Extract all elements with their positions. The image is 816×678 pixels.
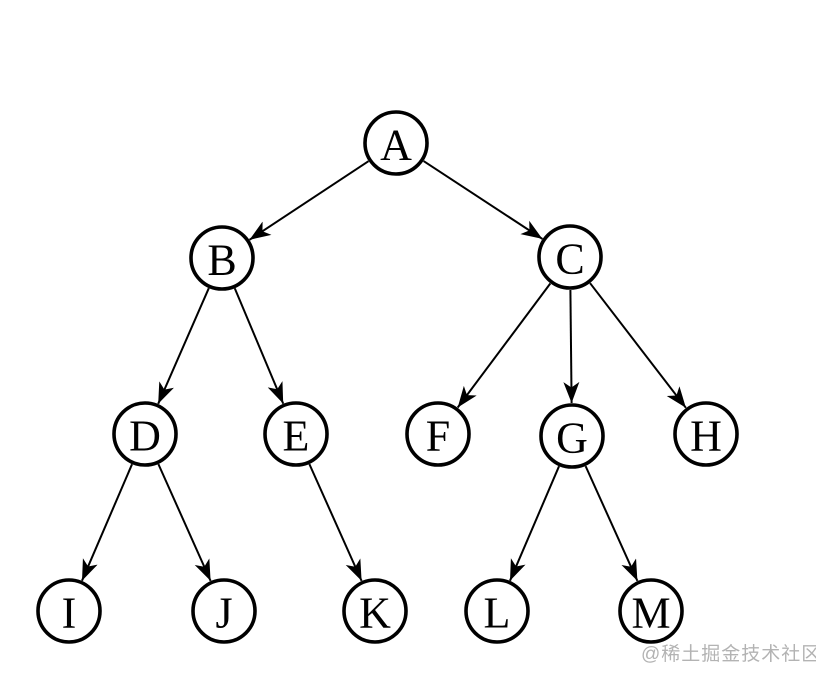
node-circle <box>537 224 603 290</box>
tree-node-C: C <box>537 224 603 290</box>
edge-G-M <box>584 465 639 582</box>
edge-D-J <box>157 463 212 582</box>
node-label: K <box>359 589 391 638</box>
node-circle <box>36 578 102 644</box>
node-label: I <box>62 589 77 638</box>
node-circle <box>189 225 255 291</box>
node-label: G <box>556 414 588 463</box>
node-circle <box>539 403 605 469</box>
edge-C-F <box>456 282 552 409</box>
node-circle <box>618 578 684 644</box>
node-label: B <box>207 236 236 285</box>
node-label: E <box>283 412 310 461</box>
tree-node-L: L <box>464 578 530 644</box>
node-label: J <box>215 589 232 638</box>
node-circle <box>363 110 429 176</box>
node-circle <box>263 401 329 467</box>
node-label: A <box>380 121 412 170</box>
node-label: D <box>129 412 161 461</box>
tree-node-D: D <box>112 401 178 467</box>
edge-A-B <box>248 160 370 241</box>
tree-node-B: B <box>189 225 255 291</box>
tree-node-I: I <box>36 578 102 644</box>
edge-E-K <box>308 463 363 582</box>
edge-A-C <box>423 160 543 240</box>
node-circle <box>112 401 178 467</box>
tree-node-F: F <box>405 401 471 467</box>
tree-node-A: A <box>363 110 429 176</box>
node-circle <box>405 401 471 467</box>
tree-node-G: G <box>539 403 605 469</box>
tree-node-H: H <box>673 401 739 467</box>
tree-node-K: K <box>342 578 408 644</box>
node-label: H <box>690 412 722 461</box>
node-label: L <box>484 589 511 638</box>
node-circle <box>342 578 408 644</box>
node-label: C <box>555 235 584 284</box>
edge-C-H <box>589 282 687 409</box>
edge-G-L <box>509 465 560 582</box>
edge-C-G <box>563 289 580 404</box>
node-circle <box>464 578 530 644</box>
edge-B-E <box>233 288 285 404</box>
tree-node-E: E <box>263 401 329 467</box>
node-circle <box>191 578 257 644</box>
tree-node-J: J <box>191 578 257 644</box>
watermark: @稀土掘金技术社区 <box>641 644 816 665</box>
tree-node-M: M <box>618 578 684 644</box>
edge-D-I <box>81 463 133 582</box>
node-label: M <box>631 589 670 638</box>
node-circle <box>673 401 739 467</box>
node-label: F <box>426 412 450 461</box>
edge-B-D <box>157 287 210 405</box>
